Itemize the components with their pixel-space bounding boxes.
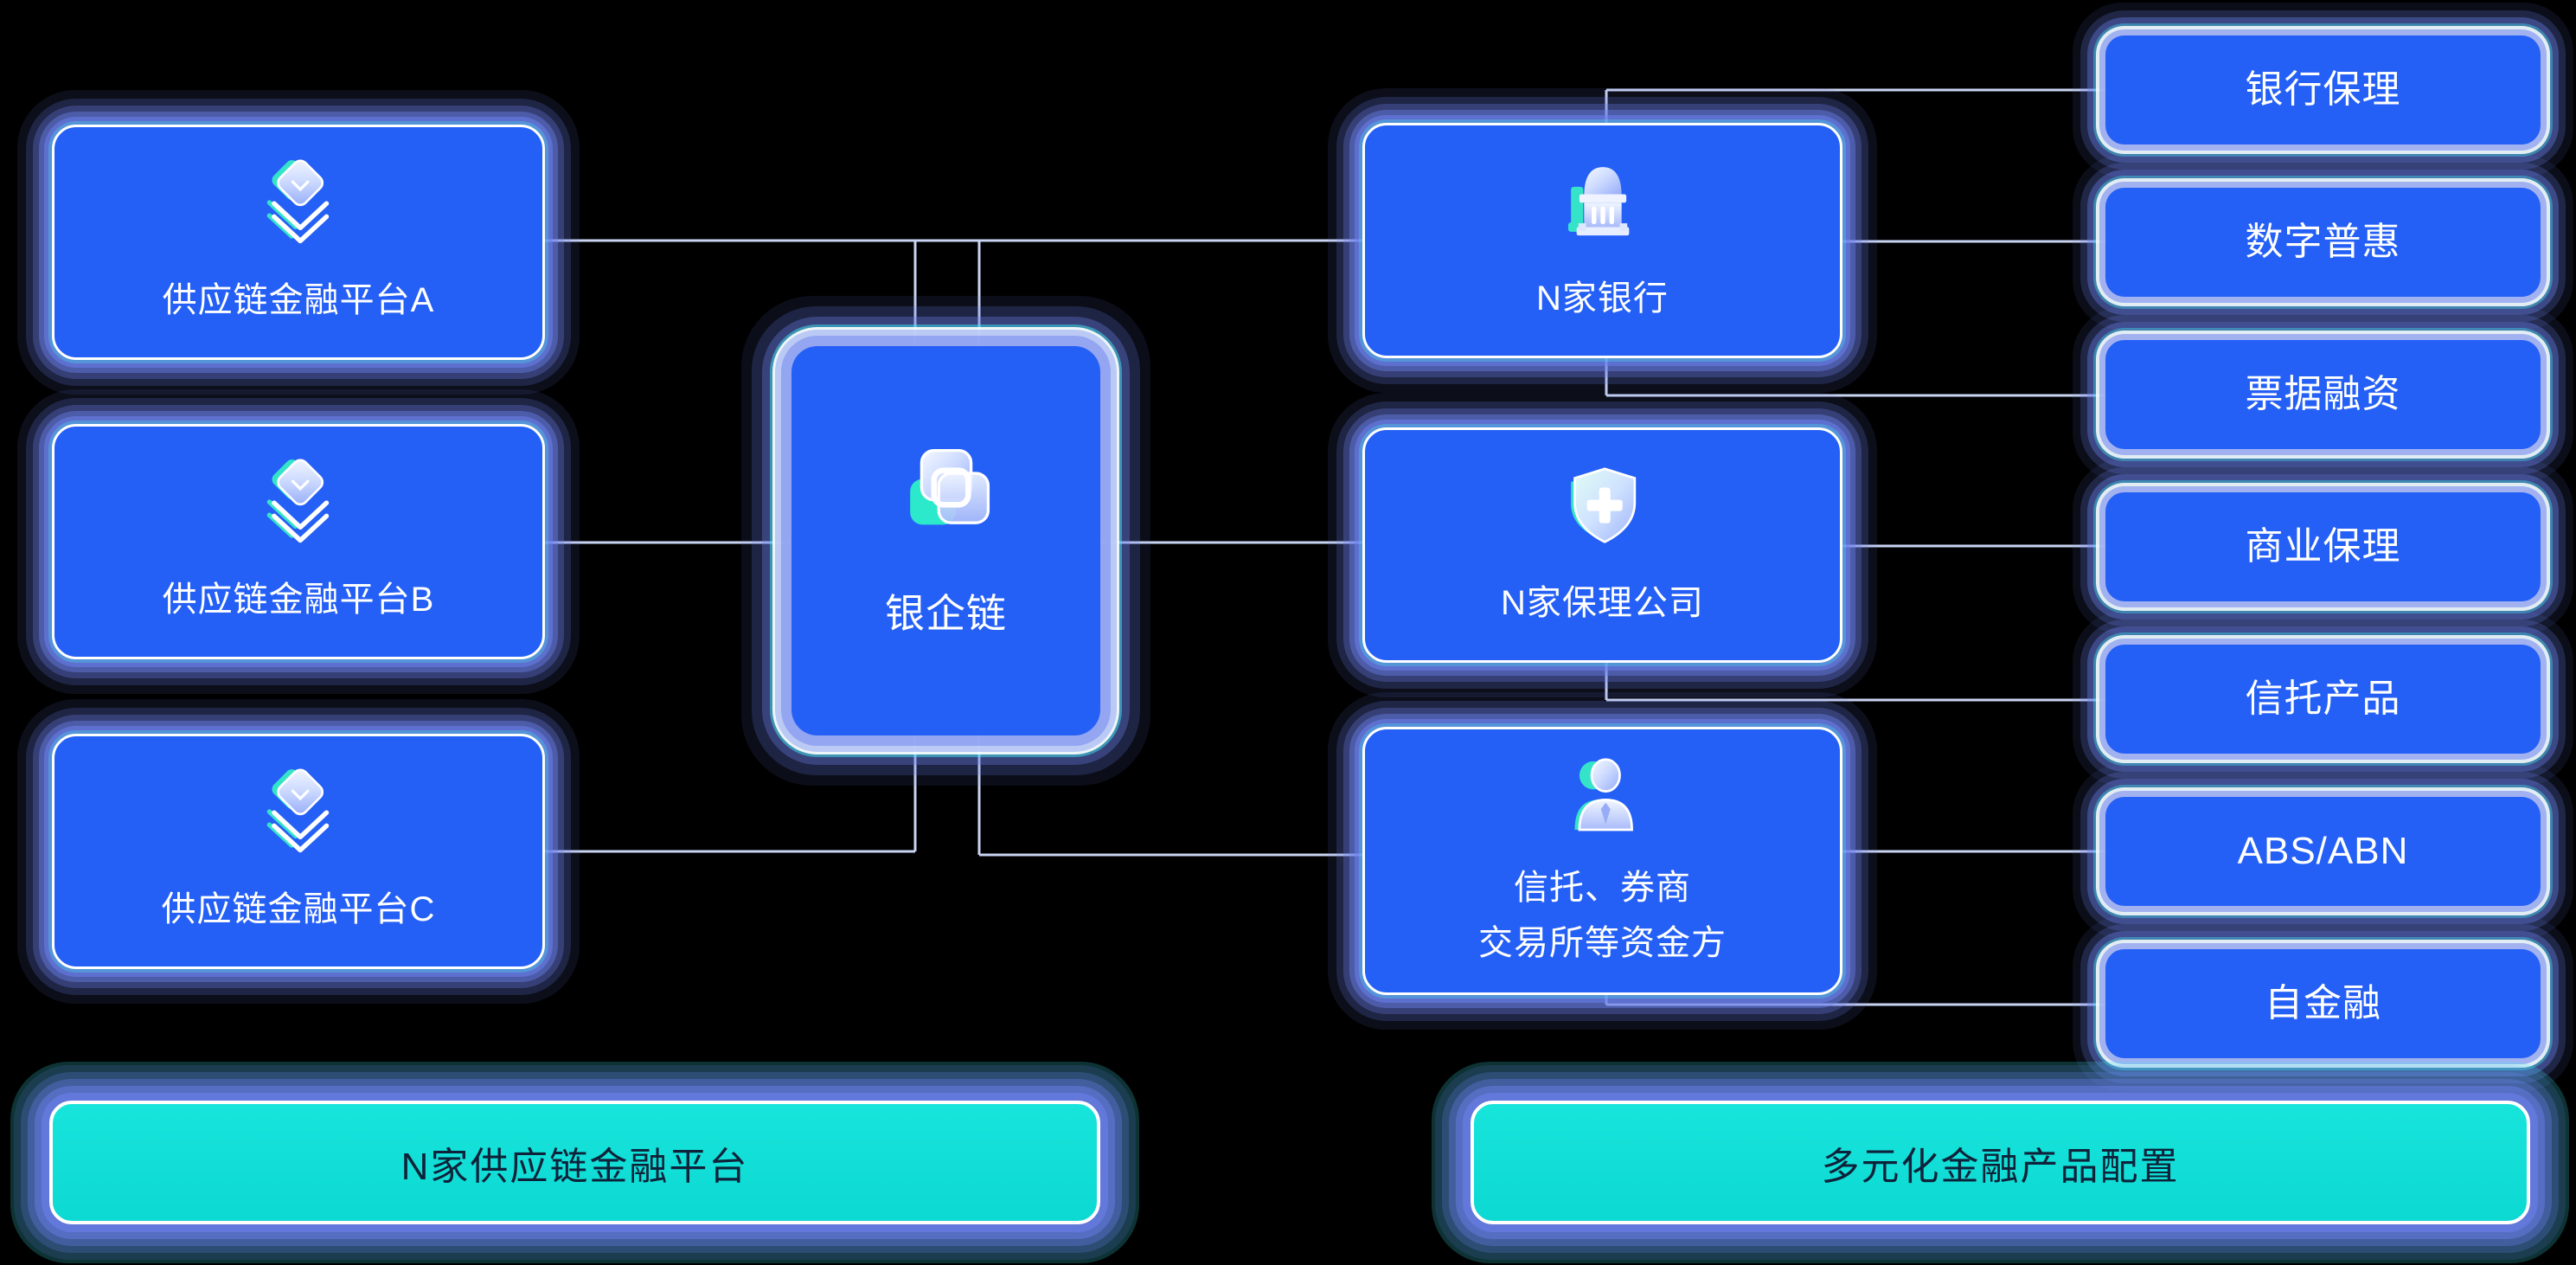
- node-banks: N家银行: [1362, 123, 1842, 358]
- product-label: 票据融资: [2245, 372, 2401, 415]
- node-label: 银企链: [885, 591, 1007, 637]
- product-bank-factoring: 银行保理: [2105, 35, 2541, 144]
- layers-icon: [266, 159, 330, 244]
- layers-icon: [266, 459, 330, 543]
- product-label: 信托产品: [2245, 677, 2401, 720]
- product-abs-abn: ABS/ABN: [2105, 797, 2541, 906]
- bar-label: N家供应链金融平台: [400, 1145, 749, 1188]
- node-supply-platform-b: 供应链金融平台B: [52, 424, 545, 659]
- product-digital-inclusive-finance: 数字普惠: [2105, 188, 2541, 297]
- bar-supply-chain-platforms: N家供应链金融平台: [49, 1101, 1100, 1224]
- node-factoring-companies: N家保理公司: [1362, 427, 1842, 663]
- node-supply-platform-a: 供应链金融平台A: [52, 125, 545, 360]
- bank-icon: [1567, 167, 1629, 236]
- product-label: 商业保理: [2245, 524, 2401, 568]
- node-label: N家银行: [1536, 279, 1669, 318]
- layers-icon: [266, 768, 330, 853]
- product-label: 银行保理: [2245, 67, 2401, 111]
- product-trust-products: 信托产品: [2105, 645, 2541, 754]
- node-supply-platform-c: 供应链金融平台C: [52, 734, 545, 969]
- product-label: ABS/ABN: [2237, 829, 2409, 872]
- node-label: 信托、券商 交易所等资金方: [1478, 869, 1727, 962]
- node-yinqilian: 银企链: [791, 346, 1100, 735]
- node-label: 供应链金融平台A: [162, 281, 435, 319]
- product-bill-financing: 票据融资: [2105, 340, 2541, 449]
- node-label: 供应链金融平台B: [162, 581, 435, 619]
- product-label: 数字普惠: [2245, 220, 2401, 263]
- node-label: 供应链金融平台C: [161, 890, 436, 928]
- node-label: N家保理公司: [1501, 584, 1704, 622]
- product-label: 自金融: [2265, 981, 2381, 1024]
- node-funders: 信托、券商 交易所等资金方: [1362, 727, 1842, 995]
- overlap-squares-icon: [909, 449, 990, 525]
- product-commercial-factoring: 商业保理: [2105, 492, 2541, 601]
- product-self-finance: 自金融: [2105, 949, 2541, 1058]
- bar-label: 多元化金融产品配置: [1821, 1145, 2180, 1188]
- bar-diversified-product-config: 多元化金融产品配置: [1471, 1101, 2530, 1224]
- shield-plus-icon: [1570, 467, 1636, 543]
- person-icon: [1574, 758, 1633, 832]
